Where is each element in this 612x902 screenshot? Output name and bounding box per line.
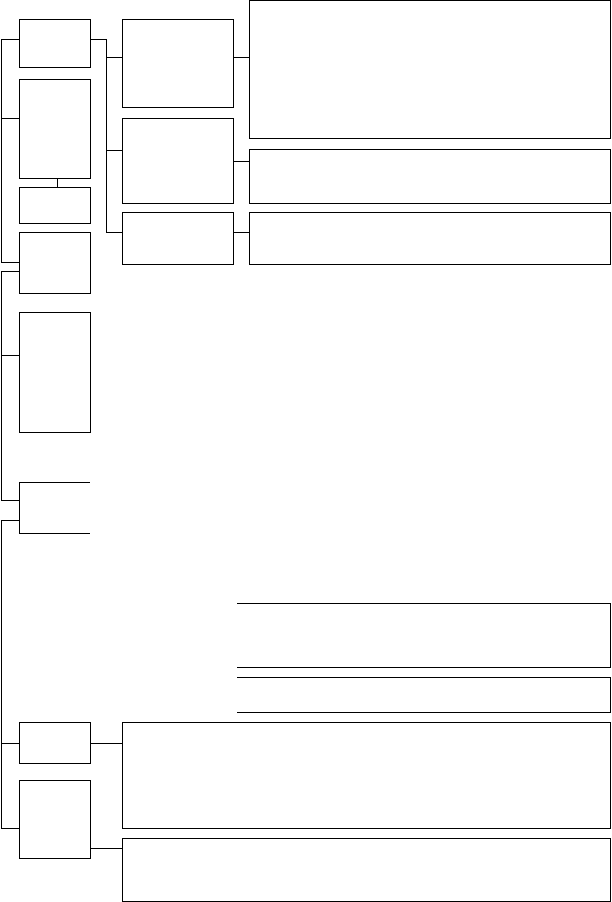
node-a8: [19, 780, 91, 859]
node-a2: [19, 79, 91, 179]
node-c3: [249, 212, 611, 265]
node-d2-open: [237, 677, 611, 713]
node-a3: [19, 187, 91, 224]
node-e2: [122, 838, 611, 902]
node-a1: [19, 19, 91, 68]
bracket-group-3: [1, 520, 20, 829]
node-e1: [122, 722, 611, 829]
bracket-a-to-b: [90, 39, 123, 233]
bracket-group-2: [1, 271, 20, 501]
node-a7: [19, 722, 91, 764]
node-b1: [122, 19, 234, 108]
node-b3: [122, 212, 234, 265]
node-c1: [249, 0, 611, 139]
node-a4: [19, 232, 91, 294]
node-b2: [122, 118, 234, 204]
node-d1-open: [237, 603, 611, 668]
node-a5: [19, 312, 91, 433]
bracket-group-1: [1, 39, 20, 263]
node-a6-open: [19, 482, 90, 534]
node-c2: [249, 149, 611, 204]
